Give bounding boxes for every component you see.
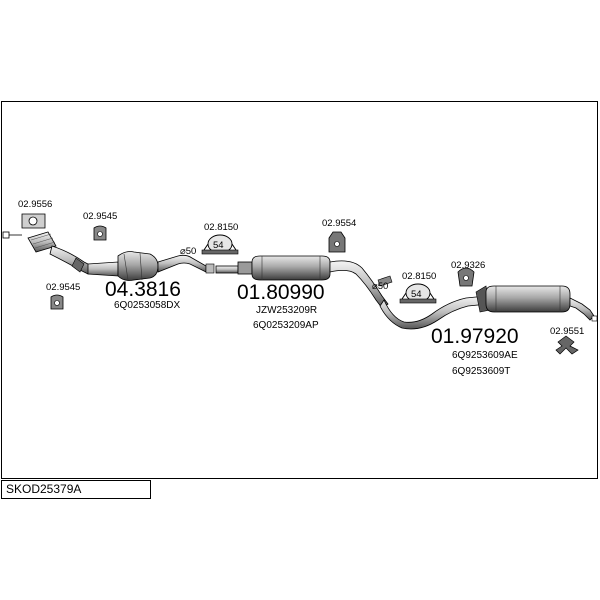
diagram-code-box: SKOD25379A: [1, 480, 151, 499]
rear-silencer: [379, 285, 598, 330]
rear-silencer-oem-2: 6Q9253609T: [452, 366, 510, 377]
tail-bracket-label: 02.9551: [550, 326, 584, 337]
clamp-mid-badge: 54: [213, 240, 224, 251]
front-flange-clamp-label: 02.9556: [18, 199, 52, 210]
hanger-front-top-label: 02.9545: [83, 211, 117, 222]
middle-silencer-oem-1: JZW253209R: [256, 305, 317, 316]
middle-silencer-part-number: 01.80990: [237, 281, 325, 304]
clamp-rear-badge: 54: [411, 289, 422, 300]
catalyst-oem-number: 6Q0253058DX: [114, 300, 180, 311]
rear-silencer-oem-1: 6Q9253609AE: [452, 350, 518, 361]
diagram-code: SKOD25379A: [6, 482, 82, 496]
clamp-rear-label: 02.8150: [402, 271, 436, 282]
front-flange-clamp: [21, 213, 46, 229]
tail-bracket: [555, 335, 579, 355]
front-pipe: [27, 231, 93, 275]
pipe-diameter-1: ⌀50: [180, 246, 196, 257]
hanger-rear-label: 02.9326: [451, 260, 485, 271]
rear-silencer-part-number: 01.97920: [431, 325, 519, 348]
hanger-front-bottom-label: 02.9545: [46, 282, 80, 293]
clamp-mid: [201, 234, 239, 255]
hanger-front-bottom: [50, 294, 64, 310]
middle-silencer-oem-2: 6Q0253209AP: [253, 320, 319, 331]
catalyst-part-number: 04.3816: [105, 278, 181, 301]
hanger-rear: [457, 267, 475, 287]
clamp-mid-label: 02.8150: [204, 222, 238, 233]
hanger-mid: [328, 231, 346, 253]
catalyst: [87, 251, 215, 281]
hanger-front-top: [93, 225, 107, 241]
mid-pipe: [215, 261, 253, 275]
pipe-diameter-2: ⌀50: [372, 281, 388, 292]
inlet-stub: [2, 231, 10, 239]
clamp-rear: [399, 283, 437, 304]
hanger-mid-label: 02.9554: [322, 218, 356, 229]
diagram-frame: [1, 101, 598, 479]
